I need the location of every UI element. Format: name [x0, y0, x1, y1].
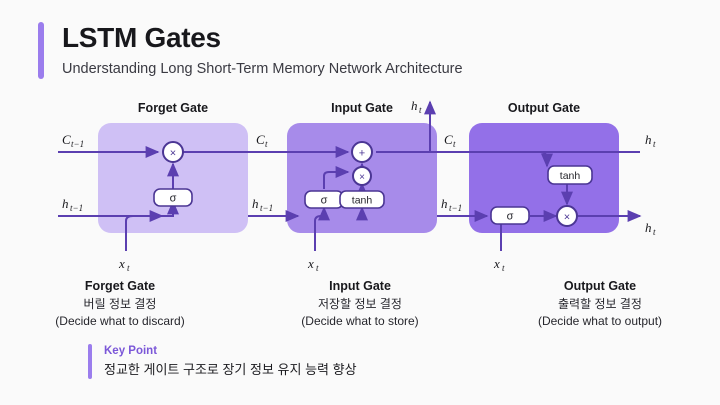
header: LSTM Gates Understanding Long Short-Term…	[38, 22, 463, 79]
caption-english-input: (Decide what to store)	[301, 313, 419, 328]
key-point-accent-bar	[88, 344, 92, 380]
signal-label-cell-mid-1: C t	[256, 132, 268, 149]
caption-title-forget: Forget Gate	[84, 279, 156, 293]
activation-box-sigma-forget	[153, 188, 193, 207]
key-point-callout: Key Point 정교한 게이트 구조로 장기 정보 유지 능력 향상	[88, 344, 357, 380]
title-accent-bar	[38, 22, 44, 79]
svg-text:h: h	[645, 220, 652, 235]
svg-text:t−1: t−1	[71, 139, 84, 149]
gate-caption-input: Input Gate 저장할 정보 결정 (Decide what to sto…	[240, 278, 480, 330]
svg-text:t: t	[653, 227, 656, 237]
svg-text:t: t	[453, 139, 456, 149]
svg-text:h: h	[645, 132, 652, 147]
signal-label-hidden-in-forget: h t−1	[62, 196, 83, 213]
caption-title-output: Output Gate	[563, 279, 637, 293]
activation-label-sigma-output: σ	[507, 211, 514, 223]
signal-label-hidden-out-top: h t	[645, 132, 656, 149]
svg-text:x: x	[307, 256, 314, 271]
signal-label-input-x-input: x t	[307, 256, 319, 273]
signal-label-cell-mid-2: C t	[444, 132, 456, 149]
svg-text:h: h	[441, 196, 448, 211]
signal-label-hidden-in-input: h t−1	[252, 196, 273, 213]
op-symbol-multiply-forget: ×	[170, 148, 176, 160]
caption-english-output: (Decide what to output)	[537, 313, 663, 328]
signal-label-hidden-out-up: h t	[411, 98, 422, 115]
op-symbol-add-input: +	[359, 148, 365, 160]
caption-title-input: Input Gate	[329, 279, 391, 293]
gate-caption-forget: Forget Gate 버릴 정보 결정 (Decide what to dis…	[0, 278, 240, 330]
op-node-multiply-input	[352, 166, 372, 186]
signal-label-hidden-out-bottom: h t	[645, 220, 656, 237]
activation-box-sigma-output	[490, 206, 530, 225]
svg-text:t−1: t−1	[70, 203, 83, 213]
activation-label-tanh-input: tanh	[352, 195, 373, 207]
gate-box-output	[469, 123, 619, 233]
op-symbol-multiply-output: ×	[564, 212, 570, 224]
key-point-text: Key Point 정교한 게이트 구조로 장기 정보 유지 능력 향상	[104, 344, 357, 379]
caption-korean-forget: 버릴 정보 결정	[83, 296, 157, 311]
header-text: LSTM Gates Understanding Long Short-Term…	[62, 22, 463, 79]
svg-text:t: t	[127, 263, 130, 273]
svg-text:h: h	[62, 196, 69, 211]
gate-caption-output: Output Gate 출력할 정보 결정 (Decide what to ou…	[480, 278, 720, 330]
gate-heading-input: Input Gate	[331, 101, 393, 115]
activation-box-tanh-input	[339, 190, 385, 209]
svg-text:t: t	[316, 263, 319, 273]
activation-box-tanh-output	[547, 165, 593, 185]
page-subtitle: Understanding Long Short-Term Memory Net…	[62, 61, 463, 78]
key-point-label: Key Point	[104, 345, 158, 357]
signal-label-hidden-in-output: h t−1	[441, 196, 462, 213]
signal-label-input-x-output: x t	[493, 256, 505, 273]
svg-text:t: t	[502, 263, 505, 273]
activation-label-sigma-forget: σ	[170, 193, 177, 205]
svg-text:x: x	[493, 256, 500, 271]
caption-english-forget: (Decide what to discard)	[55, 313, 185, 328]
op-node-add-input	[351, 141, 373, 163]
gate-captions: Forget Gate 버릴 정보 결정 (Decide what to dis…	[0, 278, 720, 330]
svg-text:t: t	[653, 139, 656, 149]
svg-text:C: C	[444, 132, 453, 147]
svg-text:t: t	[265, 139, 268, 149]
activation-label-sigma-input: σ	[321, 195, 328, 207]
activation-label-tanh-output: tanh	[560, 170, 581, 182]
gate-heading-forget: Forget Gate	[138, 101, 208, 115]
svg-text:h: h	[411, 98, 418, 113]
op-node-multiply-forget	[162, 141, 184, 163]
key-point-body: 정교한 게이트 구조로 장기 정보 유지 능력 향상	[104, 361, 357, 377]
svg-text:x: x	[118, 256, 125, 271]
svg-text:h: h	[252, 196, 259, 211]
lstm-diagram: Forget Gate Input Gate Output Gate	[0, 96, 720, 286]
gate-heading-output: Output Gate	[508, 101, 580, 115]
op-symbol-multiply-input: ×	[359, 172, 365, 183]
svg-text:t−1: t−1	[260, 203, 273, 213]
svg-text:C: C	[256, 132, 265, 147]
caption-korean-input: 저장할 정보 결정	[318, 296, 402, 311]
svg-text:C: C	[62, 132, 71, 147]
signal-label-cell-in: C t−1	[62, 132, 84, 149]
op-node-multiply-output	[556, 205, 578, 227]
page-title: LSTM Gates	[62, 22, 221, 53]
svg-text:t−1: t−1	[449, 203, 462, 213]
svg-text:t: t	[419, 105, 422, 115]
caption-korean-output: 출력할 정보 결정	[558, 296, 642, 311]
signal-label-input-x-forget: x t	[118, 256, 130, 273]
